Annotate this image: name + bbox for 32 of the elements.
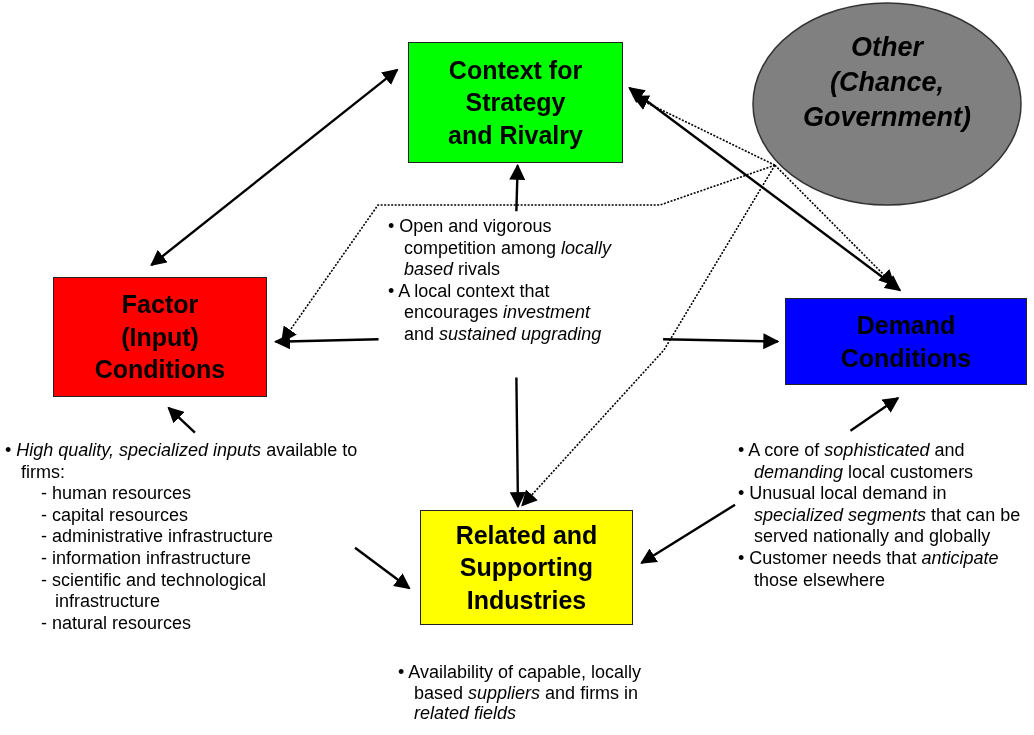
arrow [150,68,399,266]
arrow [628,87,902,292]
sub-bullet-item: - administrative infrastructure [41,526,275,548]
sub-bullet-item: - human resources [41,483,193,505]
arrow [640,503,736,564]
box-title: Related and Supporting Industries [455,519,598,616]
sub-bullet-item: - capital resources [41,504,190,527]
bullet-item: • Open and vigorous competition among locally based rivals [388,216,613,281]
bullet-note: • Availability of capable, locally based suppliers and firms in related fields [398,662,643,725]
box-title: Demand Conditions [839,310,973,374]
arrow [167,406,196,434]
sub-bullet-item: - scientific and technological infrastructure [41,569,268,613]
arrow [849,397,900,432]
arrow [509,377,526,509]
process-box [420,510,633,625]
sub-bullet-item: - information infrastructure [41,547,253,570]
process-box [53,277,267,397]
dotted-arrow [632,95,776,166]
sub-bullet-item: - natural resources [41,612,193,635]
bullet-item: • A local context that encourages investment and sustained upgrading [388,280,603,346]
arrow [354,546,411,590]
bullet-item: • Customer needs that anticipate those elsewhere [738,547,1000,592]
dotted-arrow [521,164,776,507]
oval-label: Other (Chance, Government) [802,31,972,135]
arrow [509,163,526,212]
arrow [663,333,780,350]
box-title: Context for Strategy and Rivalry [447,54,584,151]
process-box [785,298,1027,385]
box-title: Factor (Input) Conditions [93,289,227,386]
process-box [408,42,623,163]
bullet-item: • A core of sophisticated and demanding local customers [738,440,975,484]
bullet-item: • High quality, specialized inputs available to firms: [5,440,359,484]
